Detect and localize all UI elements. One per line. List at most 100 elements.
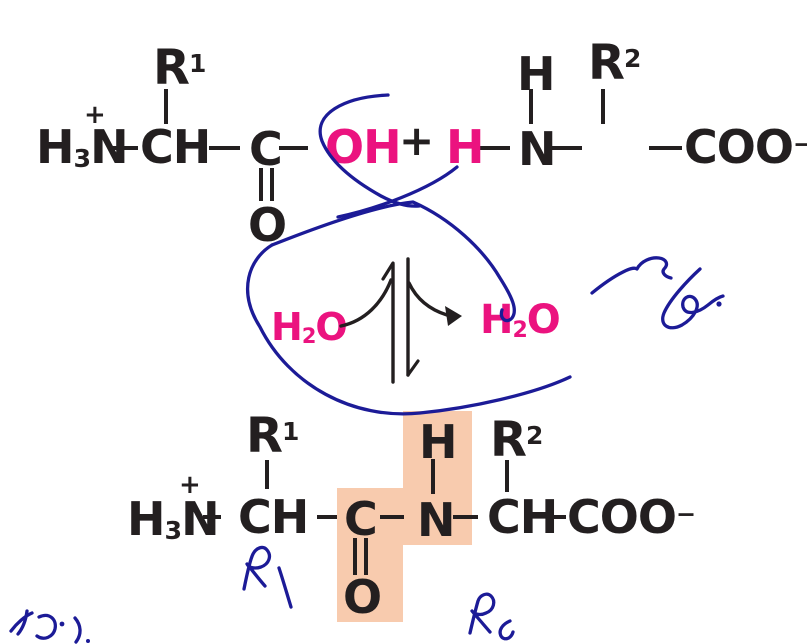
ink-h2o-ellipse-top-hook bbox=[270, 200, 516, 323]
n-bottom-part-0: N bbox=[417, 493, 455, 547]
oh-top: OH bbox=[325, 124, 402, 170]
bond-ch-coo-top bbox=[649, 146, 682, 150]
dblbond-bottom-2 bbox=[364, 538, 368, 575]
h2o-left-part-2: O bbox=[315, 305, 347, 349]
ink-script-dot-2 bbox=[86, 639, 90, 643]
dblbond-top-1 bbox=[259, 168, 263, 201]
h3n-top: H3N bbox=[36, 124, 129, 174]
r2-label-bottom-part-1: 2 bbox=[525, 421, 543, 451]
h3n-top-part-0: H bbox=[36, 120, 74, 174]
h-over-n-top-part-0: H bbox=[517, 47, 555, 101]
equilibrium-arrow-down-barb bbox=[406, 359, 420, 377]
c-bottom: C bbox=[344, 496, 378, 542]
ink-script-dot-1 bbox=[59, 621, 65, 627]
h3n-bottom-part-1: 3 bbox=[164, 516, 183, 546]
h3n-bottom-part-0: H bbox=[127, 492, 165, 546]
coo-top-part-1: − bbox=[792, 129, 807, 158]
n-top-part-0: N bbox=[518, 122, 556, 176]
charge-plus-bottom-part-0: + bbox=[179, 470, 201, 500]
charge-plus-top-part-0: + bbox=[84, 100, 106, 130]
ch1-bottom-part-0: CH bbox=[238, 490, 309, 544]
vbond-hn-bottom bbox=[431, 459, 435, 494]
bond-ch-c-top bbox=[209, 146, 240, 150]
plus-sign-top: + bbox=[399, 120, 434, 162]
coo-bottom-part-1: − bbox=[675, 499, 696, 528]
h-over-n-bottom: H bbox=[419, 419, 457, 465]
ink-circle-oh-sweep bbox=[336, 165, 459, 219]
ink-handwritten-r1-sub bbox=[277, 566, 293, 609]
coo-bottom: COO− bbox=[567, 494, 696, 540]
h3n-bottom: H3N bbox=[127, 496, 220, 546]
dblbond-bottom-1 bbox=[353, 538, 357, 575]
bond-h-n-top bbox=[476, 146, 510, 150]
h2o-right: H2O bbox=[480, 297, 561, 343]
o-top-part-0: O bbox=[248, 198, 287, 252]
ch1-bottom: CH bbox=[238, 494, 309, 540]
h2o-left-part-0: H bbox=[271, 305, 303, 349]
charge-plus-bottom: + bbox=[179, 470, 201, 500]
bond-h3n-ch-top bbox=[108, 146, 138, 150]
h-over-n-top: H bbox=[517, 51, 555, 97]
ch2-bottom-part-0: CH bbox=[487, 490, 558, 544]
vbond-r1-top bbox=[164, 89, 168, 124]
bond-c-oh-top bbox=[279, 146, 308, 150]
h2o-right-part-0: H bbox=[480, 297, 513, 343]
bond-ch-coo-bottom bbox=[548, 515, 566, 519]
r1-label-top: R1 bbox=[153, 44, 206, 92]
ch1-top-part-0: CH bbox=[140, 120, 211, 174]
h3n-top-part-1: 3 bbox=[73, 144, 92, 174]
r1-label-bottom-part-0: R bbox=[246, 408, 283, 464]
ink-script-stroke-1 bbox=[9, 611, 34, 633]
highlight-amide-hn bbox=[403, 411, 472, 545]
ink-script-stroke-3 bbox=[35, 613, 57, 640]
bond-n-ch-top bbox=[549, 146, 582, 150]
c-bottom-part-0: C bbox=[344, 492, 378, 546]
equilibrium-arrow-up-barb bbox=[381, 261, 395, 281]
ink-script-stroke-2 bbox=[16, 609, 29, 636]
coo-top-part-0: COO bbox=[684, 120, 794, 174]
bond-n-ch-bottom bbox=[453, 515, 478, 519]
plus-sign-top-part-0: + bbox=[399, 116, 434, 165]
vbond-r1-bottom bbox=[265, 460, 269, 489]
r1-label-top-part-1: 1 bbox=[188, 49, 206, 79]
c-top: C bbox=[249, 126, 283, 172]
h-over-n-bottom-part-0: H bbox=[419, 415, 457, 469]
h-pink-top-part-0: H bbox=[446, 120, 484, 174]
ink-handwritten-r2-sub bbox=[498, 619, 515, 641]
bond-c-n-bottom bbox=[380, 515, 404, 519]
dblbond-top-2 bbox=[270, 168, 274, 201]
o-top: O bbox=[248, 202, 287, 248]
h2o-left-part-1: 2 bbox=[301, 324, 317, 349]
ch1-top: CH bbox=[140, 124, 211, 170]
vbond-r2-top bbox=[601, 89, 605, 124]
ch2-bottom: CH bbox=[487, 494, 558, 540]
ink-eloop-right bbox=[661, 267, 725, 330]
h2o-left: H2O bbox=[271, 305, 348, 349]
r2-label-top-part-0: R bbox=[588, 35, 625, 91]
curved-arrow-to-h2o-head bbox=[445, 306, 462, 326]
h2o-right-part-1: 2 bbox=[512, 317, 527, 343]
r1-label-bottom-part-1: 1 bbox=[281, 417, 299, 447]
bond-ch-c-bottom bbox=[317, 515, 337, 519]
o-bottom-part-0: O bbox=[343, 570, 382, 624]
r2-label-top: R2 bbox=[588, 39, 641, 87]
r2-label-top-part-1: 2 bbox=[623, 44, 641, 74]
coo-top: COO− bbox=[684, 124, 807, 170]
n-bottom: N bbox=[417, 497, 455, 543]
c-top-part-0: C bbox=[249, 122, 283, 176]
curved-arrow-to-h2o bbox=[407, 281, 449, 317]
h2o-right-part-2: O bbox=[526, 297, 561, 343]
r1-label-bottom: R1 bbox=[246, 412, 299, 460]
ink-handwritten-r1 bbox=[242, 545, 272, 591]
r1-label-top-part-0: R bbox=[153, 40, 190, 96]
h3n-top-part-2: N bbox=[90, 120, 128, 174]
coo-bottom-part-0: COO bbox=[567, 490, 677, 544]
highlight-carbonyl bbox=[337, 488, 403, 622]
h-pink-top: H bbox=[446, 124, 484, 170]
charge-plus-top: + bbox=[84, 100, 106, 130]
r2-label-bottom-part-0: R bbox=[490, 412, 527, 468]
curved-arrow-from-h2o bbox=[339, 278, 393, 328]
o-bottom: O bbox=[343, 574, 382, 620]
